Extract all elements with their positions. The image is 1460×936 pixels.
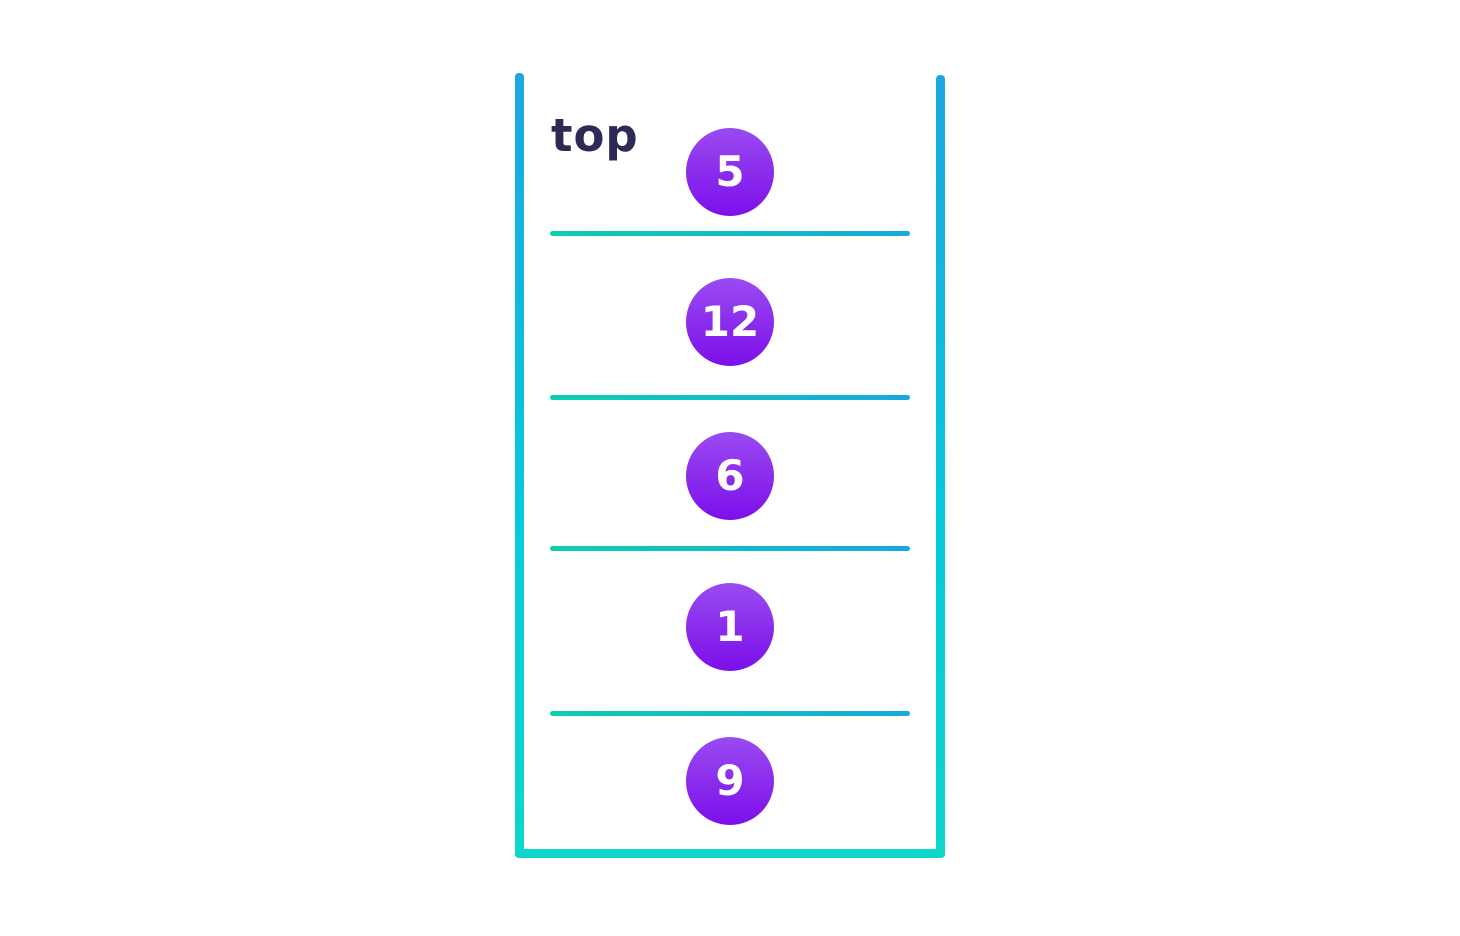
stack-item-circle: 9 [686,737,774,825]
stack-item-circle: 5 [686,128,774,216]
stack-item-value: 9 [715,756,745,805]
stack-slot-divider [550,395,910,400]
stack-item-circle: 1 [686,583,774,671]
stack-left-wall [515,73,524,858]
stack-slot-divider [550,711,910,716]
stack-right-wall [936,75,945,858]
stack-slot-divider [550,546,910,551]
stack-slot-divider [550,231,910,236]
stack-item-value: 12 [700,297,760,346]
stack-item-circle: 6 [686,432,774,520]
stack-item-value: 5 [715,147,745,196]
stack-item-value: 6 [715,451,745,500]
stack-item-circle: 12 [686,278,774,366]
stack-bottom-wall [515,849,945,858]
stack-item-value: 1 [715,602,745,651]
top-pointer-label: top [551,109,639,162]
